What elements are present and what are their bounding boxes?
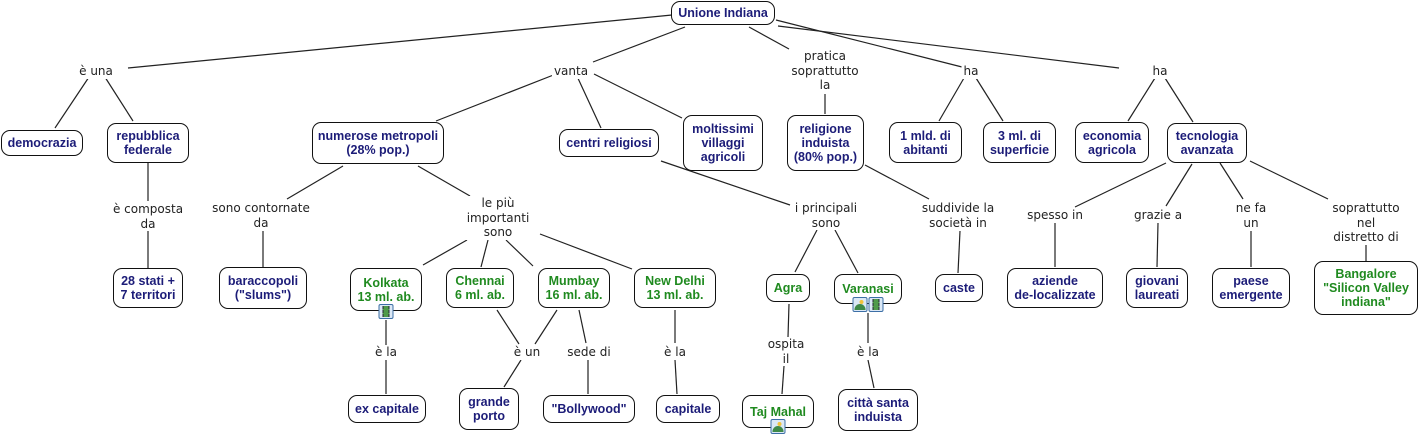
link-line xyxy=(975,77,1004,122)
link-line xyxy=(480,239,489,268)
phrase-suddivide-la-societa: suddivide la società in xyxy=(919,201,997,230)
concept-ex-capitale[interactable]: ex capitale xyxy=(348,395,426,423)
link-line xyxy=(102,73,134,122)
link-line xyxy=(794,229,818,273)
link-line xyxy=(781,365,785,395)
concept-unione-indiana[interactable]: Unione Indiana xyxy=(671,1,775,25)
phrase-soprattutto-nel-distretto: soprattutto nel distretto di xyxy=(1330,201,1402,245)
image-icon[interactable] xyxy=(770,419,786,434)
kolkata-attachments xyxy=(378,304,394,319)
concept-kolkata[interactable]: Kolkata 13 ml. ab. xyxy=(350,268,422,311)
link-line xyxy=(1164,77,1194,123)
link-line xyxy=(593,73,683,119)
phrase-e-un: è un xyxy=(511,345,543,360)
phrase-e-la-kolkata: è la xyxy=(373,345,399,360)
concept-giovani-laureati[interactable]: giovani laureati xyxy=(1126,268,1188,308)
link-line xyxy=(575,73,602,129)
concept-agra[interactable]: Agra xyxy=(766,274,810,302)
concept-numerose-metropoli[interactable]: numerose metropoli (28% pop.) xyxy=(312,122,444,164)
concept-grande-porto[interactable]: grande porto xyxy=(459,388,519,430)
link-line xyxy=(864,164,930,200)
concept-bangalore[interactable]: Bangalore "Silicon Valley indiana" xyxy=(1314,261,1418,315)
link-line xyxy=(127,14,673,69)
phrase-e-una: è una xyxy=(77,64,115,79)
link-line xyxy=(1165,163,1193,207)
concept-economia-agricola[interactable]: economia agricola xyxy=(1075,122,1149,163)
concept-varanasi[interactable]: Varanasi xyxy=(834,274,902,304)
link-line xyxy=(422,239,468,266)
concept-democrazia[interactable]: democrazia xyxy=(1,130,83,156)
link-line xyxy=(534,309,558,345)
link-line xyxy=(867,359,875,389)
link-line xyxy=(578,309,587,344)
video-icon[interactable] xyxy=(868,297,884,312)
varanasi-attachments xyxy=(852,297,884,312)
phrase-vanta: vanta xyxy=(551,64,591,79)
concept-superficie[interactable]: 3 ml. di superficie xyxy=(983,122,1056,163)
concept-capitale[interactable]: capitale xyxy=(656,395,720,423)
link-line xyxy=(777,25,1120,69)
concept-paese-emergente[interactable]: paese emergente xyxy=(1212,268,1290,308)
link-line xyxy=(748,26,790,50)
link-line xyxy=(503,359,522,388)
phrase-ne-fa-un: ne fa un xyxy=(1233,201,1269,230)
link-line xyxy=(1074,162,1167,208)
concept-baraccopoli[interactable]: baraccopoli ("slums") xyxy=(219,267,307,309)
link-line xyxy=(496,309,520,345)
link-line xyxy=(1219,162,1244,200)
link-line xyxy=(1127,77,1156,122)
concept-aziende[interactable]: aziende de-localizzate xyxy=(1007,268,1103,308)
phrase-sono-contornate-da: sono contornate da xyxy=(210,201,312,230)
link-line xyxy=(435,73,557,122)
image-icon[interactable] xyxy=(852,297,868,312)
phrase-sede-di: sede di xyxy=(565,345,613,360)
phrase-ospita-il: ospita il xyxy=(765,337,807,366)
link-line xyxy=(505,239,534,267)
concept-bollywood[interactable]: "Bollywood" xyxy=(543,395,635,423)
link-line xyxy=(674,359,678,395)
phrase-e-la-varanasi: è la xyxy=(855,345,881,360)
phrase-i-principali-sono: i principali sono xyxy=(792,201,860,230)
phrase-grazie-a: grazie a xyxy=(1131,208,1185,223)
link-line xyxy=(957,230,961,274)
link-line xyxy=(54,73,92,129)
concept-citta-santa[interactable]: città santa induista xyxy=(838,389,918,431)
video-icon[interactable] xyxy=(378,304,394,319)
concept-chennai[interactable]: Chennai 6 ml. ab. xyxy=(446,268,514,308)
link-line xyxy=(539,233,633,270)
link-line xyxy=(417,165,471,197)
concept-repubblica-federale[interactable]: repubblica federale xyxy=(107,123,189,163)
tajmahal-attachments xyxy=(770,419,786,434)
concept-caste[interactable]: caste xyxy=(935,274,983,302)
phrase-le-piu-importanti: le più importanti sono xyxy=(464,196,532,240)
link-line xyxy=(1156,222,1159,268)
phrase-pratica-soprattutto: pratica soprattutto la xyxy=(789,49,861,93)
phrase-spesso-in: spesso in xyxy=(1025,208,1085,223)
phrase-e-composta-da: è composta da xyxy=(110,202,186,231)
link-line xyxy=(787,303,790,338)
concept-tecnologia-avanzata[interactable]: tecnologia avanzata xyxy=(1167,123,1247,163)
link-line xyxy=(286,165,344,200)
phrase-e-la-delhi: è la xyxy=(662,345,688,360)
concept-villaggi-agricoli[interactable]: moltissimi villaggi agricoli xyxy=(683,115,763,171)
concept-mumbay[interactable]: Mumbay 16 ml. ab. xyxy=(538,268,610,308)
phrase-ha-1: ha xyxy=(961,64,981,79)
concept-new-delhi[interactable]: New Delhi 13 ml. ab. xyxy=(634,268,716,308)
concept-religione-induista[interactable]: religione induista (80% pop.) xyxy=(787,115,864,171)
phrase-ha-2: ha xyxy=(1150,64,1170,79)
link-line xyxy=(938,77,965,122)
link-line xyxy=(592,26,686,63)
concept-28-stati[interactable]: 28 stati + 7 territori xyxy=(113,268,183,308)
link-line xyxy=(660,160,791,206)
link-line xyxy=(775,19,963,68)
link-line xyxy=(834,229,859,274)
concept-centri-religiosi[interactable]: centri religiosi xyxy=(559,129,659,157)
link-line xyxy=(1249,160,1329,200)
concept-abitanti[interactable]: 1 mld. di abitanti xyxy=(889,122,962,163)
